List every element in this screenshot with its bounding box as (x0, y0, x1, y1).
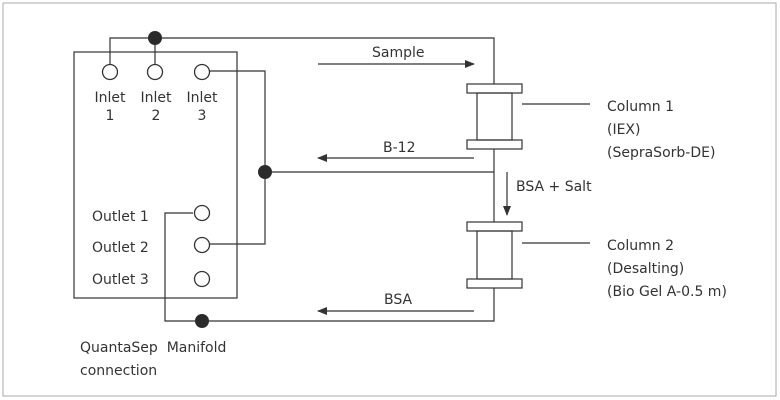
inlet-1-number: 1 (106, 108, 115, 124)
junction-dot-middle (258, 165, 272, 179)
column-2-bottom-cap (466, 278, 523, 289)
inlet-2-port (146, 63, 164, 81)
column-2-symbol (466, 221, 523, 289)
inlet-3-port (193, 63, 211, 81)
sample-line (109, 37, 495, 84)
bsa-label: BSA (384, 292, 413, 308)
column-2-body (476, 230, 513, 280)
tubing (109, 37, 495, 322)
bsa-return-line (164, 212, 495, 322)
outlet-1-label: Outlet 1 (92, 209, 149, 225)
column-1-top-cap (466, 83, 523, 94)
inlet-2-number: 2 (152, 108, 161, 124)
column-2-type: (Desalting) (607, 261, 684, 277)
junction-dot-bottom (195, 314, 209, 328)
outlet-3-port (193, 270, 211, 288)
manifold-caption-line-2: connection (80, 363, 157, 379)
column-2-name: Column 2 (607, 238, 674, 254)
outlet-2-port (193, 236, 211, 254)
outlet-1-port (193, 204, 211, 222)
column-1-media: (SepraSorb-DE) (607, 145, 715, 161)
column-1-symbol (466, 83, 523, 150)
inlet-2-label: Inlet (141, 90, 173, 106)
inlet-3-number: 3 (198, 108, 207, 124)
inlet3-outlet2-line (210, 70, 266, 245)
manifold-caption-line-1: QuantaSep Manifold (80, 340, 226, 356)
column-2-top-cap (466, 221, 523, 232)
outlet-2-label: Outlet 2 (92, 240, 149, 256)
bsa-salt-label: BSA + Salt (516, 179, 592, 195)
inlet-1-port (101, 63, 119, 81)
column-1-name: Column 1 (607, 99, 674, 115)
b12-label: B-12 (383, 140, 415, 156)
outlet-3-label: Outlet 3 (92, 272, 149, 288)
column-2-media: (Bio Gel A-0.5 m) (607, 284, 727, 300)
inlet-1-label: Inlet (95, 90, 127, 106)
sample-label: Sample (372, 45, 425, 61)
column-1-type: (IEX) (607, 122, 641, 138)
manifold-box (73, 51, 238, 299)
column-1-bottom-cap (466, 139, 523, 150)
inlet-3-label: Inlet (187, 90, 219, 106)
junction-dot-top (148, 31, 162, 45)
column-1-body (476, 92, 513, 141)
